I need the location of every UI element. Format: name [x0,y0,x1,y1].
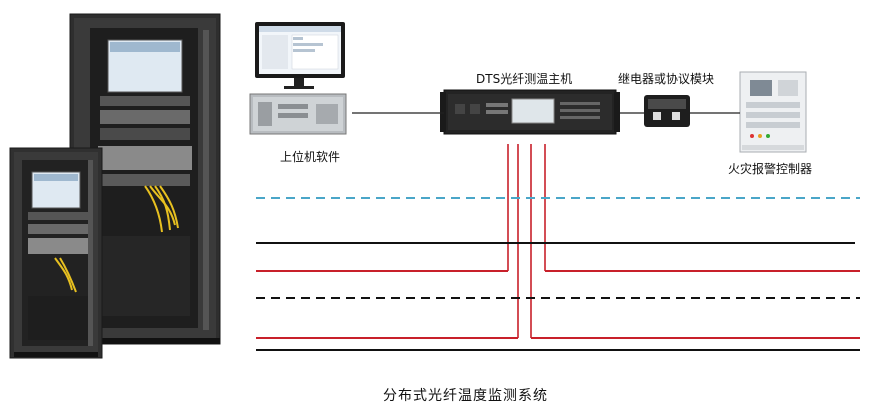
dts-host-label: DTS光纤测温主机 [476,72,573,86]
dts-host-unit-image [440,89,620,135]
fire-controller-label: 火灾报警控制器 [728,162,813,176]
small-server-cabinet-image [9,147,103,359]
pc-monitor-image [255,22,345,89]
fire-alarm-controller-image [739,71,807,153]
pc-software-label: 上位机软件 [280,150,341,164]
pc-case-image [249,93,347,135]
diagram-caption: 分布式光纤温度监测系统 [383,388,548,404]
relay-module-label: 继电器或协议模块 [618,72,715,86]
relay-module-image [644,95,690,127]
